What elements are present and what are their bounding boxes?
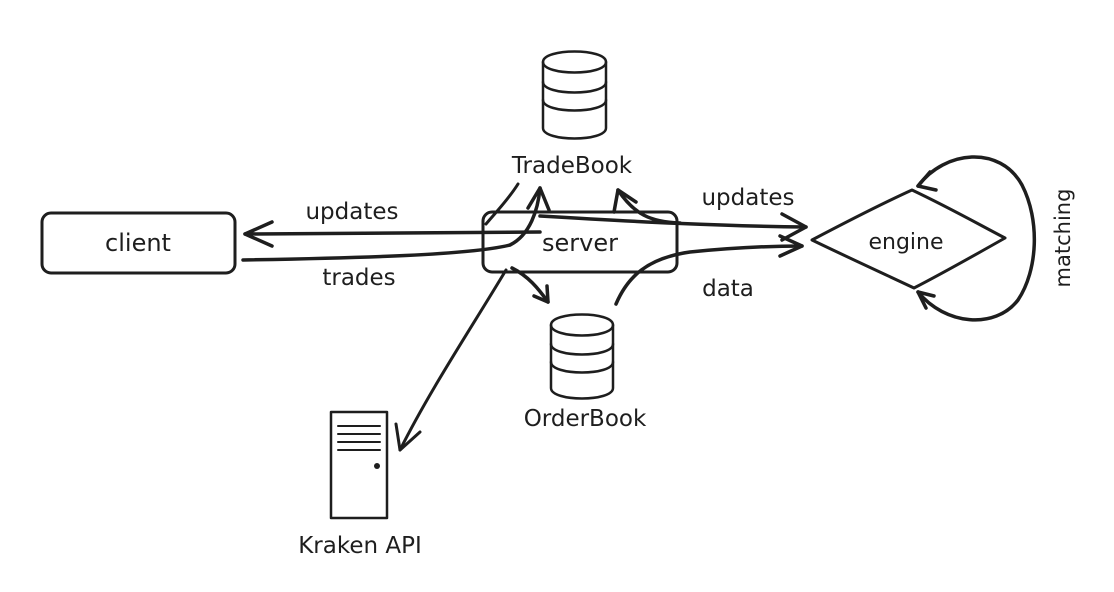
server-label: server — [542, 229, 618, 257]
edge-label-client-updates: updates — [305, 199, 398, 225]
orderbook-database-icon — [549, 313, 615, 400]
orderbook-label: OrderBook — [524, 406, 647, 432]
edge-data — [614, 234, 804, 306]
edge-label-trades: trades — [322, 265, 395, 291]
edge-tradebook-to-server — [484, 182, 520, 226]
edge-label-data: data — [702, 276, 754, 302]
kraken-server-icon — [329, 410, 389, 520]
client-node: client — [40, 211, 237, 275]
edge-updates-to-client — [243, 220, 542, 248]
edge-matching-loop — [916, 155, 1036, 322]
client-label: client — [105, 229, 171, 257]
engine-node: engine — [810, 188, 1007, 290]
edge-server-to-orderbook — [510, 266, 550, 304]
edge-trades — [241, 186, 551, 262]
edge-label-matching: matching — [1051, 189, 1075, 288]
server-node: server — [481, 210, 679, 274]
kraken-label: Kraken API — [298, 533, 422, 559]
edge-label-engine-updates: updates — [701, 185, 794, 211]
edge-server-to-tradebook — [612, 188, 682, 225]
engine-label: engine — [868, 230, 943, 255]
tradebook-database-icon — [541, 50, 608, 140]
edge-server-to-kraken — [394, 268, 508, 452]
tradebook-label: TradeBook — [511, 153, 633, 179]
edge-updates-to-engine — [538, 212, 808, 242]
